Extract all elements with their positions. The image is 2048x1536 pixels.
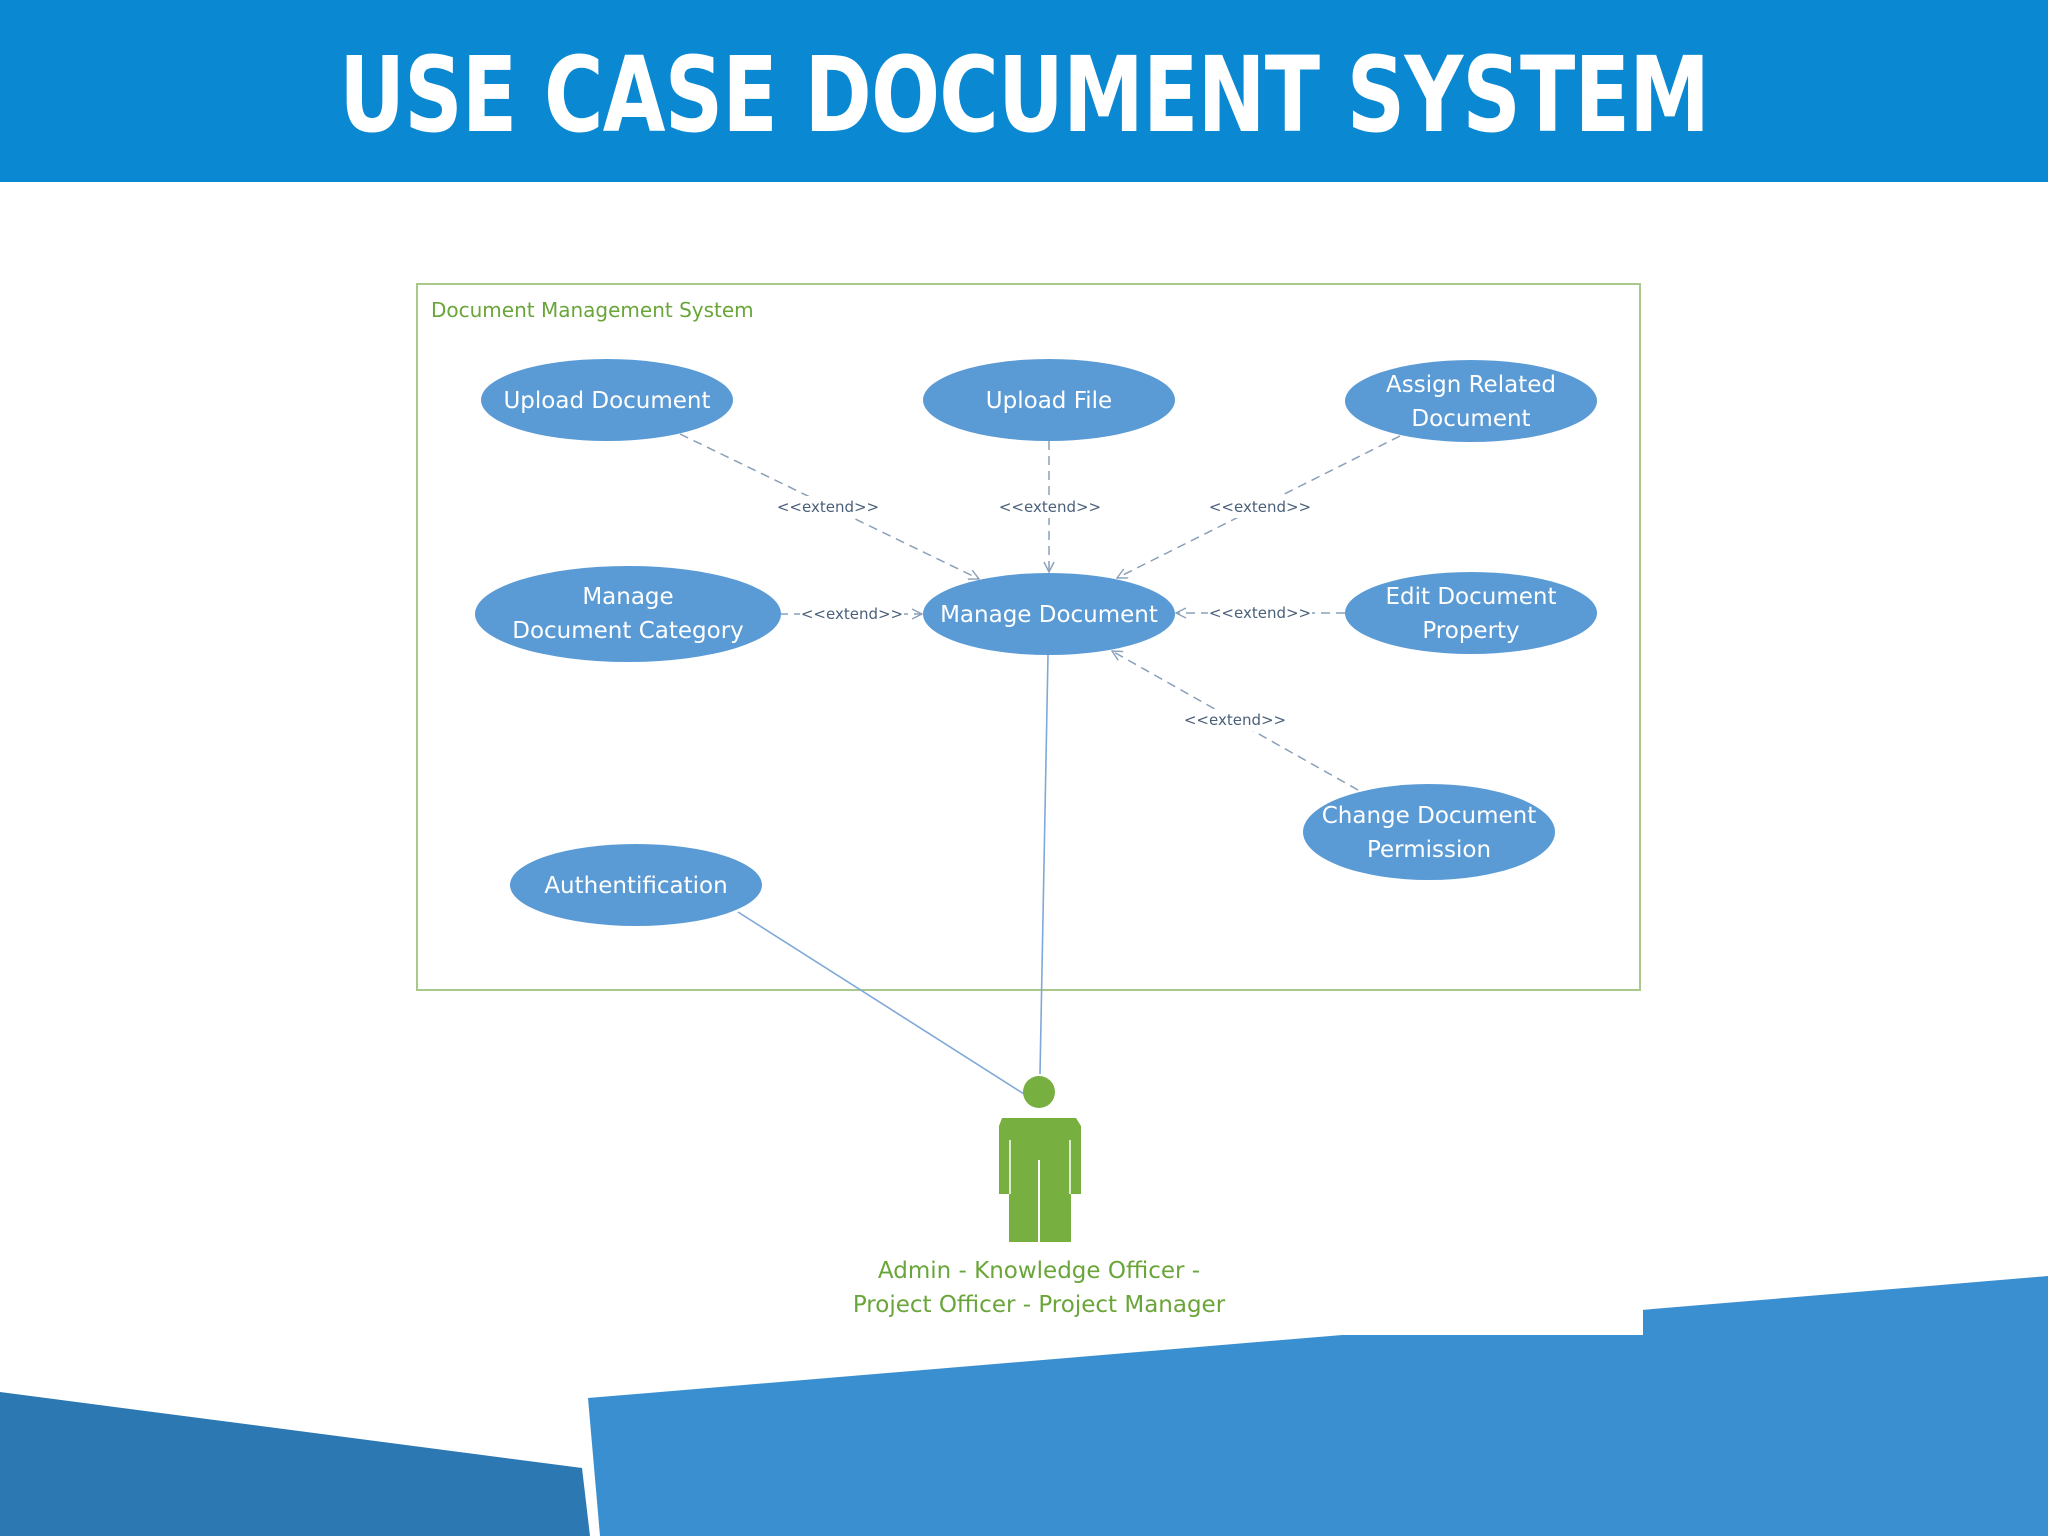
footer-shape-left — [0, 1392, 590, 1536]
system-boundary — [416, 283, 1641, 991]
person-icon — [999, 1076, 1081, 1242]
use-case-label-line-2: Document Category — [512, 618, 744, 644]
use-case-label-line-2: Permission — [1367, 837, 1491, 863]
use-case-label: Upload File — [986, 388, 1112, 414]
use-case-assign-related-document: Assign Related Document — [1345, 360, 1597, 442]
use-case-edit-document-property: Edit Document Property — [1345, 572, 1597, 654]
title-banner: USE CASE DOCUMENT SYSTEM — [0, 0, 2048, 182]
extend-label-manage-category: <<extend>> — [801, 605, 903, 623]
actor-label-line-2: Project Officer - Project Manager — [853, 1292, 1226, 1318]
use-case-change-document-permission: Change Document Permission — [1303, 784, 1555, 880]
extend-label-upload-file: <<extend>> — [999, 498, 1101, 516]
use-case-label-line-2: Property — [1422, 618, 1519, 644]
use-case-upload-document: Upload Document — [481, 359, 733, 441]
use-case-label-line-1: Assign Related — [1386, 372, 1556, 398]
use-case-label-line-1: Manage — [582, 584, 673, 610]
extend-label-edit-property: <<extend>> — [1209, 604, 1311, 622]
use-case-upload-file: Upload File — [923, 359, 1175, 441]
use-case-label: Manage Document — [940, 602, 1158, 628]
footer-shape-right — [588, 1276, 2048, 1536]
association-authentification — [737, 911, 1025, 1095]
extend-label-assign-related: <<extend>> — [1209, 498, 1311, 516]
use-case-manage-document-category: Manage Document Category — [475, 566, 781, 662]
association-manage-document — [1039, 654, 1049, 1075]
actor-label-line-1: Admin - Knowledge Officer - — [878, 1258, 1200, 1284]
use-case-label-line-1: Change Document — [1322, 803, 1537, 829]
use-case-label: Upload Document — [503, 388, 710, 414]
use-case-label-line-2: Document — [1411, 406, 1530, 432]
system-boundary-label: Document Management System — [431, 298, 754, 322]
extend-label-change-permission: <<extend>> — [1184, 711, 1286, 729]
extend-label-upload-document: <<extend>> — [777, 498, 879, 516]
use-case-label: Authentification — [544, 873, 727, 899]
use-case-authentification: Authentification — [510, 844, 762, 926]
use-case-manage-document: Manage Document — [923, 573, 1175, 655]
actor-associations — [737, 654, 1049, 1095]
page-title: USE CASE DOCUMENT SYSTEM — [338, 34, 1710, 156]
use-case-label-line-1: Edit Document — [1385, 584, 1556, 610]
